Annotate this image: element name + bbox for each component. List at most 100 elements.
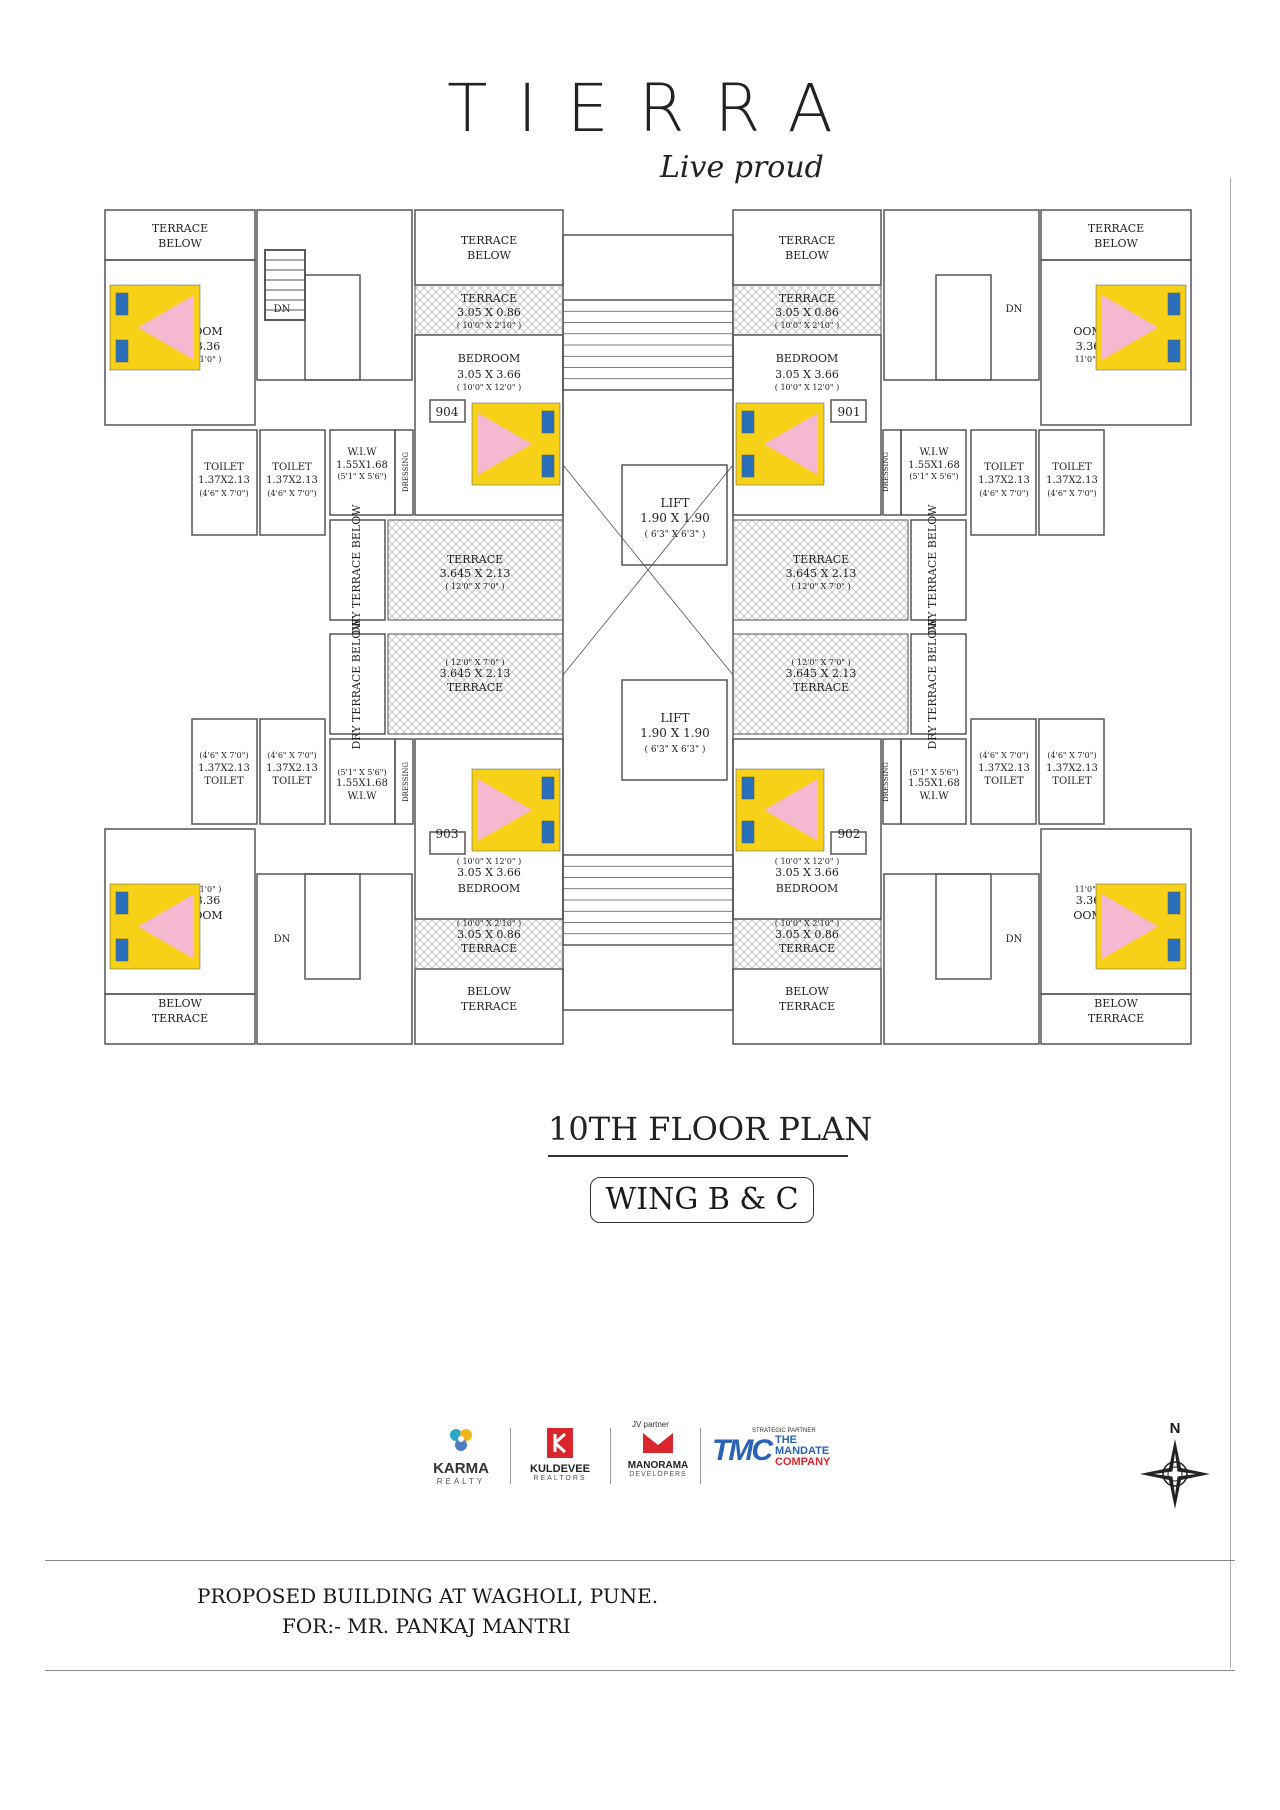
wiw-ft: (5'1" X 5'6")	[909, 472, 958, 481]
staircase-block	[883, 209, 1040, 381]
plan-title-underline	[548, 1155, 848, 1157]
unit-number: 904	[436, 405, 459, 419]
manorama-m-icon	[643, 1433, 673, 1453]
compass-rose-icon	[1140, 1439, 1210, 1509]
toilet-dim: 1.37X2.13	[198, 763, 250, 774]
bed-pillow-icon	[541, 410, 555, 434]
dressing-area	[882, 429, 902, 516]
wiw-dim: 1.55X1.68	[336, 460, 388, 471]
footer-divider-top	[45, 1560, 1235, 1561]
unit-number-box	[429, 399, 466, 423]
terrace-below-label: BELOW	[158, 997, 202, 1010]
unit-number-box	[429, 831, 466, 855]
bedroom-ft: ( 10'0" X 12'0" )	[775, 857, 839, 866]
toilet-room	[191, 718, 258, 825]
partner-divider	[700, 1428, 701, 1484]
terrace-below-label: TERRACE	[461, 234, 517, 247]
toilet-ft: (4'6" X 7'0")	[199, 751, 248, 760]
bedroom-outer	[1040, 259, 1192, 426]
terrace-below	[104, 209, 256, 261]
bedroom-outer	[104, 828, 256, 995]
toilet-ft: (4'6" X 7'0")	[267, 751, 316, 760]
toilet-dim: 1.37X2.13	[266, 763, 318, 774]
bedroom-ft: ( 10'0" X 12'0" )	[775, 383, 839, 392]
karma-swirl-icon	[450, 1429, 472, 1451]
large-terrace	[387, 519, 564, 621]
wing-badge: WING B & C	[590, 1177, 814, 1223]
large-terrace-ft: ( 12'0" X 7'0" )	[445, 658, 504, 667]
bedroom-partial-ft: 11'0" )	[1075, 885, 1102, 894]
terrace-below-label: TERRACE	[152, 222, 208, 235]
wiw-dim: 1.55X1.68	[908, 460, 960, 471]
dressing-label: DRESSING	[402, 452, 410, 492]
lift-dim: 1.90 X 1.90	[640, 511, 710, 525]
plan-title: 10TH FLOOR PLAN	[548, 1110, 873, 1148]
toilet-room	[1038, 718, 1105, 825]
small-terrace-label: TERRACE	[779, 292, 835, 305]
large-terrace-label: TERRACE	[793, 553, 849, 566]
toilet-dim: 1.37X2.13	[198, 475, 250, 486]
small-terrace-ft: ( 10'0" X 2'10" )	[457, 321, 521, 330]
toilet-label: TOILET	[272, 776, 312, 787]
staircase-block	[883, 873, 1040, 1045]
dressing-area	[394, 429, 414, 516]
shaft-cross	[562, 464, 734, 676]
mandate-name-2: MANDATE	[774, 1444, 830, 1457]
toilet-label: TOILET	[1052, 776, 1092, 787]
partner-kuldevee-logo: KULDEVEE REALTORS	[520, 1428, 600, 1482]
dry-terrace	[329, 633, 386, 735]
wiw-label: W.I.W	[347, 447, 377, 458]
brand-logo-title: TIERRA	[447, 70, 863, 147]
large-terrace	[387, 633, 564, 735]
mandate-name-3: COMPANY	[774, 1455, 831, 1468]
partner-karma-logo: KARMA REALTY	[425, 1425, 497, 1486]
staircase	[264, 249, 306, 321]
small-terrace-ft: ( 10'0" X 2'10" )	[775, 321, 839, 330]
bedroom-ft: ( 10'0" X 12'0" )	[457, 857, 521, 866]
toilet-ft: (4'6" X 7'0")	[979, 489, 1028, 498]
dry-terrace	[910, 519, 967, 621]
bedroom-dim: 3.05 X 3.66	[457, 866, 521, 879]
bedroom-main	[414, 738, 564, 920]
unit-number-box	[830, 831, 867, 855]
small-terrace	[732, 284, 882, 336]
dressing-label: DRESSING	[882, 762, 890, 802]
bed-pillow-icon	[115, 339, 129, 363]
bedroom-ft: ( 10'0" X 12'0" )	[457, 383, 521, 392]
terrace-below-label: TERRACE	[152, 1012, 208, 1025]
toilet-label: TOILET	[1052, 462, 1092, 473]
dn-label: DN	[274, 934, 291, 945]
wiw-dim: 1.55X1.68	[908, 778, 960, 789]
dressing-area	[394, 738, 414, 825]
bed-pillow-icon	[741, 776, 755, 800]
large-terrace-dim: 3.645 X 2.13	[440, 667, 511, 680]
toilet-room	[191, 429, 258, 536]
bedroom-partial-dim: 3.36	[1076, 894, 1101, 907]
wiw-ft: (5'1" X 5'6")	[337, 768, 386, 777]
small-terrace	[414, 918, 564, 970]
small-terrace-ft: ( 10'0" X 2'10" )	[457, 919, 521, 928]
toilet-label: TOILET	[984, 776, 1024, 787]
mandate-name-1: THE	[774, 1433, 797, 1446]
lift-shaft	[621, 679, 728, 781]
kuldevee-sub: REALTORS	[533, 1475, 587, 1482]
small-terrace-label: TERRACE	[461, 292, 517, 305]
kuldevee-name: KULDEVEE	[530, 1463, 590, 1475]
bed-sheet-icon	[764, 779, 818, 841]
central-core	[562, 234, 734, 1011]
large-terrace-dim: 3.645 X 2.13	[440, 567, 511, 580]
lift-label: LIFT	[660, 711, 689, 725]
toilet-ft: (4'6" X 7'0")	[1047, 751, 1096, 760]
bedroom-partial-ft: 11'0" )	[195, 885, 222, 894]
toilet-dim: 1.37X2.13	[978, 475, 1030, 486]
bed-pillow-icon	[1167, 339, 1181, 363]
bedroom-partial-label: OOM	[193, 325, 222, 338]
page-border-right	[1230, 178, 1231, 1668]
bed-sheet-icon	[138, 295, 194, 360]
toilet-room	[259, 429, 326, 536]
bedroom-partial-dim: 3.36	[1076, 340, 1101, 353]
brand-tagline: Live proud	[660, 150, 824, 185]
bedroom-label: BEDROOM	[458, 352, 521, 365]
dry-terrace-label: DRY TERRACE BELOW	[926, 504, 939, 636]
small-terrace-label: TERRACE	[779, 942, 835, 955]
